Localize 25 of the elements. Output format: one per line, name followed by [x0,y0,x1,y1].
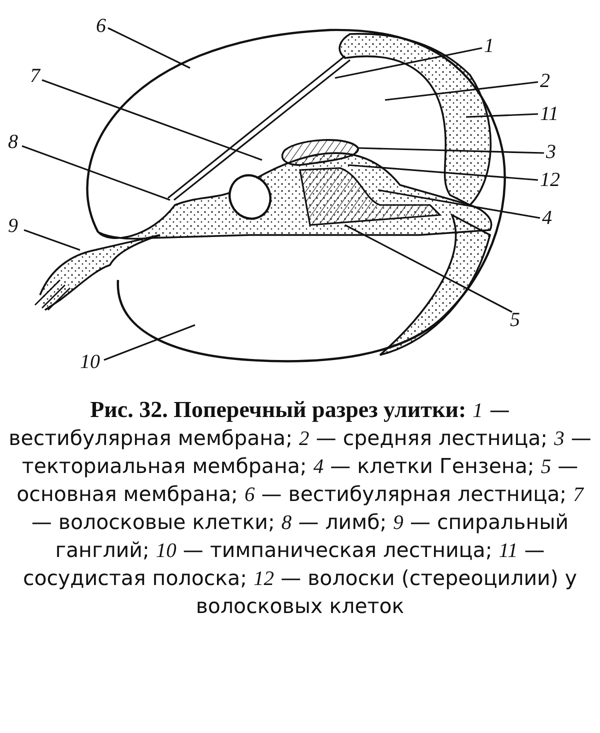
callout-number: 8 [8,132,18,152]
leader-line [22,145,170,201]
callout-number: 7 [30,66,40,86]
callout-number: 10 [80,352,100,372]
leader-line [334,47,482,79]
callout-number: 12 [540,170,560,190]
leader-line [358,147,544,154]
callout-number: 5 [510,310,520,330]
callout-number: 3 [546,142,556,162]
callout-number: 6 [96,16,106,36]
leader-line [104,324,196,361]
callout-number: 1 [484,36,494,56]
leader-line [344,224,512,313]
leader-line [24,229,80,251]
leader-line [348,164,538,181]
leader-line [42,79,262,161]
callout-number: 4 [542,208,552,228]
callout-number: 9 [8,216,18,236]
leader-line [108,27,190,69]
callout-number: 2 [540,71,550,91]
leader-line [466,113,538,118]
leader-line [384,81,538,101]
callout-number: 11 [540,104,559,124]
figure-caption: Рис. 32. Поперечный разрез улитки: 1 — вестибулярная мембрана; 2 — средняя лестница; 3 — текториальная мембрана; 4 — клетки Гензена; 5 — основная мембрана; 6 — вестибулярная лестница; 7 — волосковые клетки; 8 — лимб; 9 — спиральный ганглий; 10 — тимпаническая лестница; 11 — сосудистая полоска; 12 — волоски (стереоцилии) у волосковых клеток [8,396,592,620]
leader-line [378,189,540,219]
